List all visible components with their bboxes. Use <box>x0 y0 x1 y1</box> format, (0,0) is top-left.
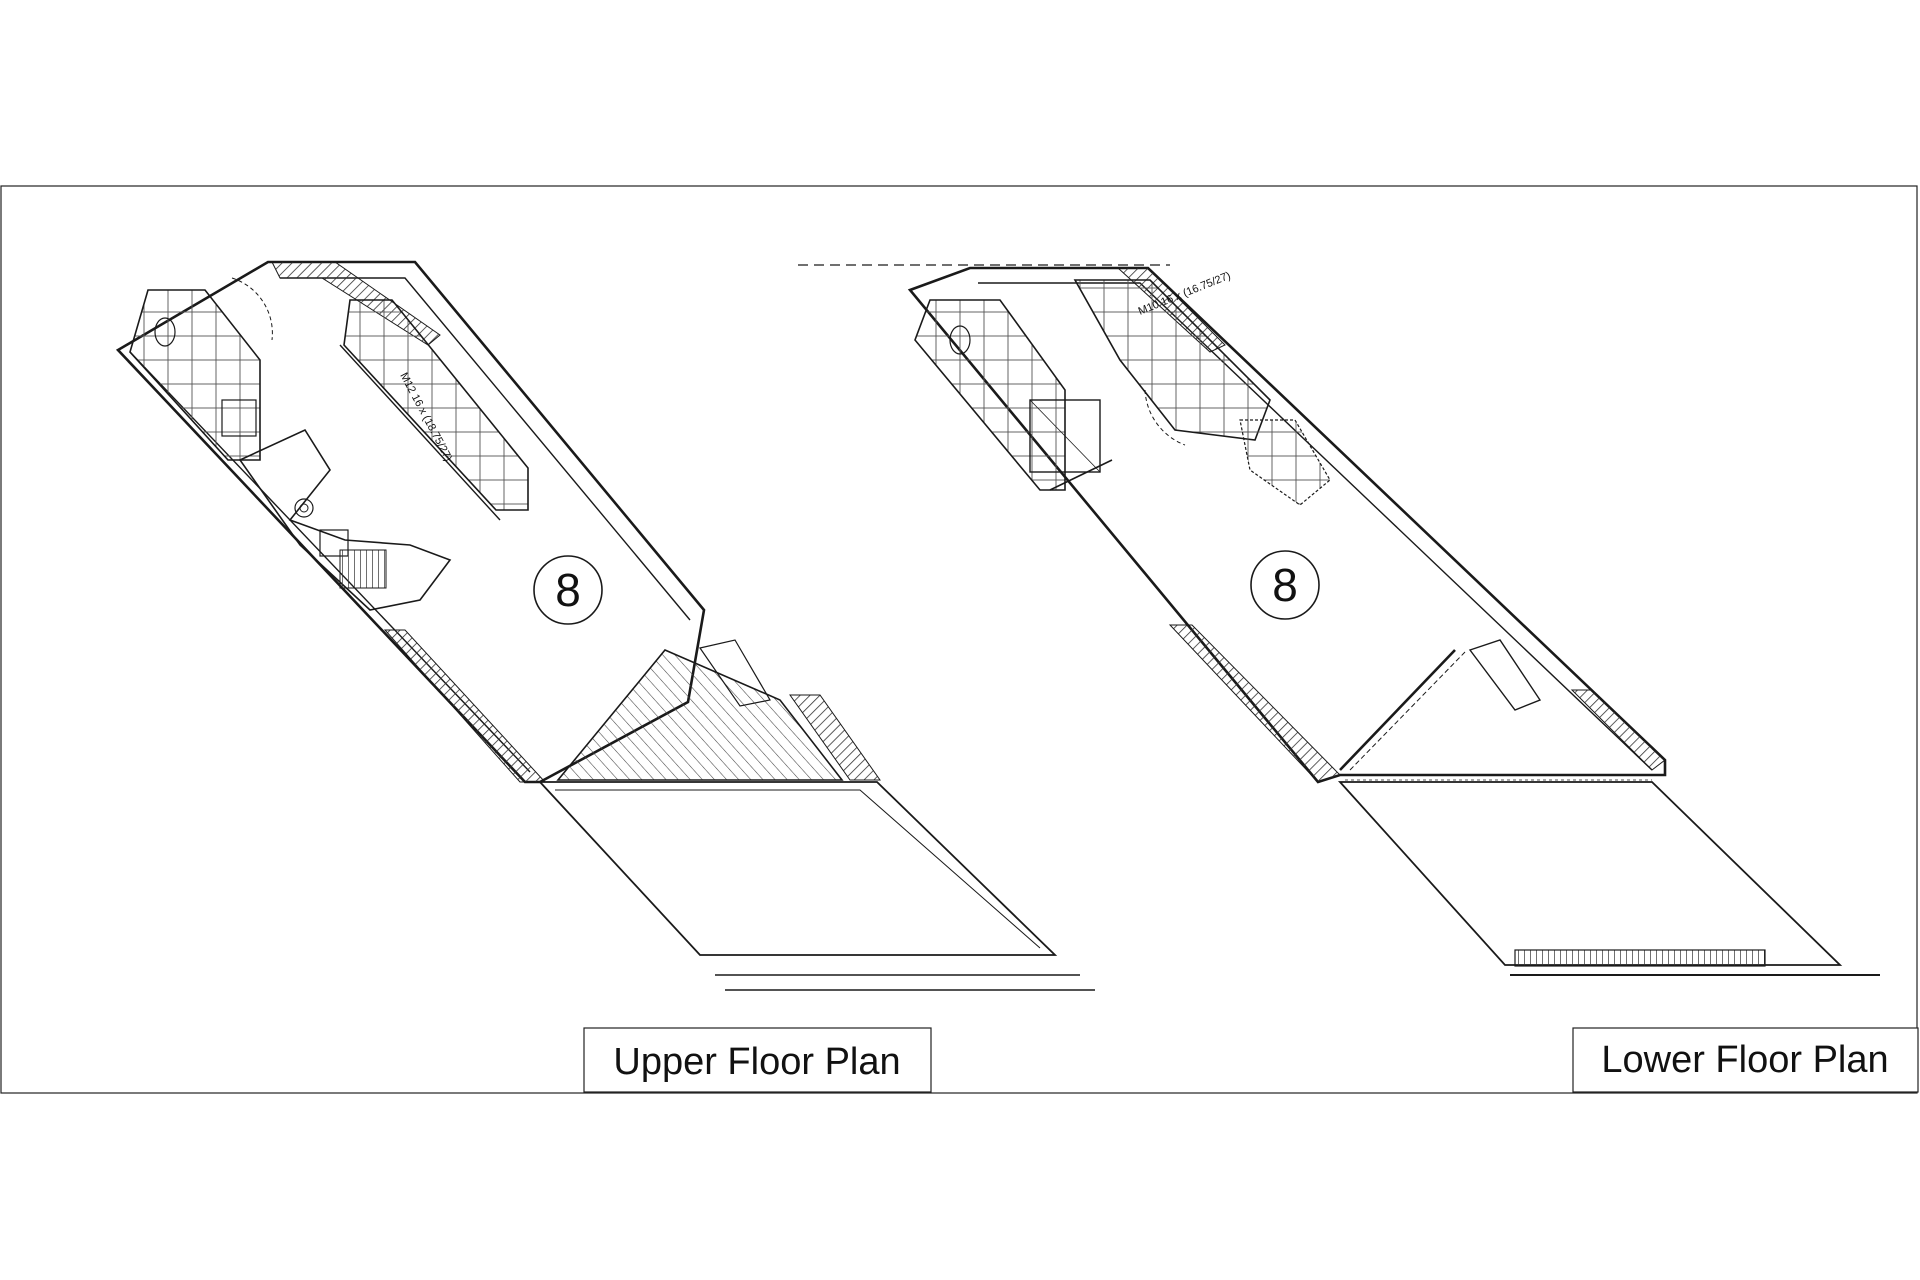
upper-cooktop-burner-2 <box>299 503 309 513</box>
upper-balcony-inner <box>555 789 1041 949</box>
upper-door-swing <box>231 277 273 341</box>
lower-unit-marker <box>1250 550 1320 620</box>
upper-unit-marker <box>533 555 603 625</box>
lower-unit-number: 8 <box>1272 559 1298 611</box>
lower-toilet <box>949 325 971 355</box>
upper-floor-plan: M12 16 x (18.75/27) 8 <box>115 260 1095 991</box>
lower-garden-hatch <box>1514 949 1766 967</box>
lower-glazed-wall-inner <box>1349 651 1466 771</box>
lower-room-divider <box>1049 459 1113 491</box>
upper-floor-plan-title: Upper Floor Plan <box>613 1041 900 1083</box>
upper-basin <box>221 399 257 437</box>
upper-hatched-wall-right <box>789 694 881 781</box>
upper-balcony <box>537 781 1058 956</box>
upper-bathroom <box>129 289 261 461</box>
sheet-frame <box>0 185 1918 1094</box>
upper-title-box <box>583 1027 932 1093</box>
lower-title-box <box>1572 1027 1919 1093</box>
upper-stair <box>343 299 529 511</box>
upper-stair-rail <box>339 344 501 521</box>
upper-cooktop-burner <box>294 498 314 518</box>
lower-bathroom <box>914 299 1066 491</box>
upper-terrace-deck <box>556 649 844 781</box>
upper-terrace-planter <box>699 639 771 707</box>
lower-shower <box>1029 399 1101 473</box>
upper-counter-steps <box>339 549 387 589</box>
lower-hatched-wall-left <box>1168 624 1341 783</box>
lower-inner-wall <box>978 282 1653 771</box>
upper-toilet <box>154 317 176 347</box>
lower-stair-lower-flight <box>1239 419 1331 506</box>
lower-bench <box>1468 639 1542 711</box>
lower-floor-plan: M10 16 x (16.75/27) 8 <box>798 264 1880 976</box>
lower-courtyard <box>1337 781 1843 966</box>
lower-floor-plan-title: Lower Floor Plan <box>1601 1039 1888 1081</box>
lower-glazed-wall <box>1339 649 1456 771</box>
lower-shower-x1 <box>1029 399 1101 473</box>
upper-unit-number: 8 <box>555 564 581 616</box>
lower-hatched-wall-right <box>1570 689 1666 771</box>
upper-hatched-wall-left <box>383 629 547 783</box>
upper-sink <box>319 529 349 557</box>
lower-door-swing <box>1144 389 1186 446</box>
